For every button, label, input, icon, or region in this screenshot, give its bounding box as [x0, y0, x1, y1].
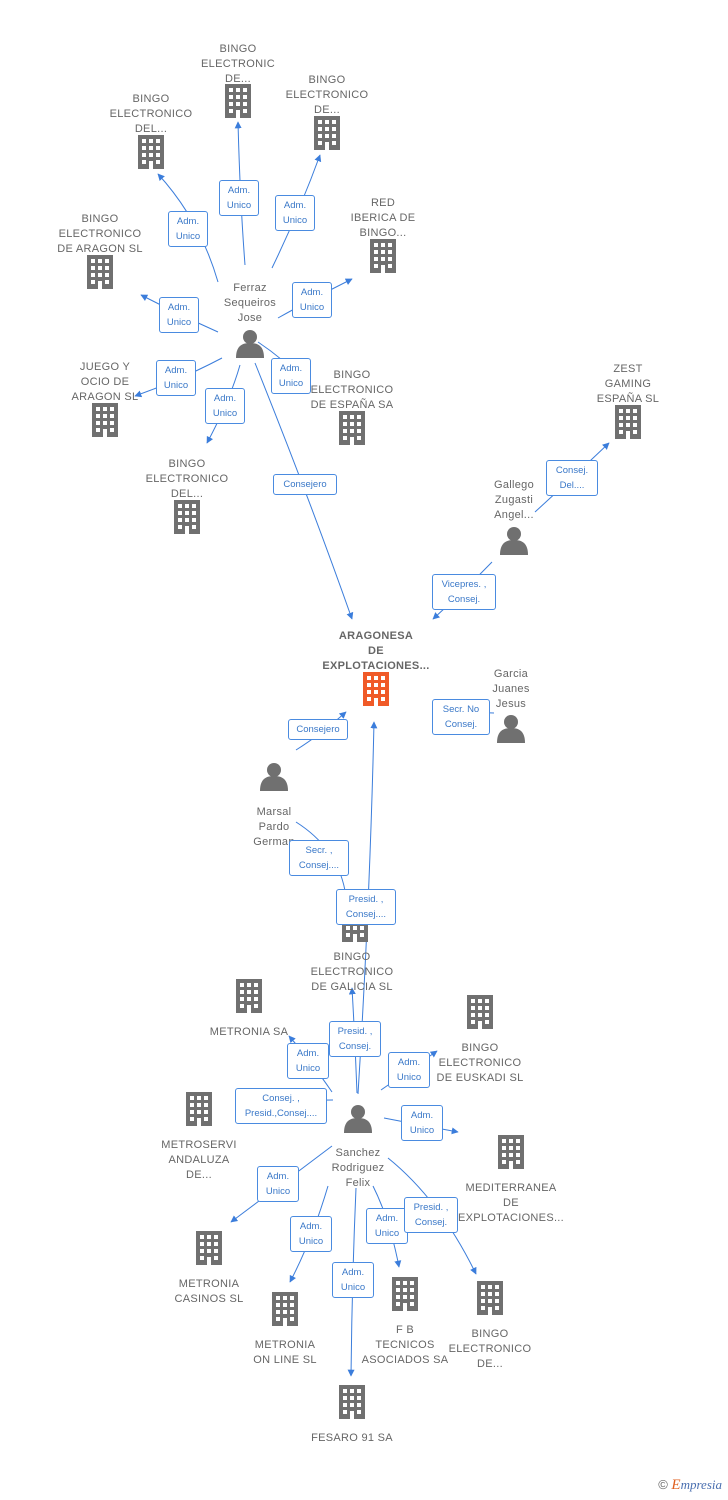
node-label-metronia-online[interactable]: METRONIA ON LINE SL [253, 1339, 317, 1366]
node-label-metronia-casinos[interactable]: METRONIA CASINOS SL [174, 1278, 244, 1305]
building-icon-bingo-electronico-del-1[interactable] [138, 135, 164, 169]
node-label-zest-gaming[interactable]: ZEST GAMING ESPAÑA SL [596, 363, 660, 405]
building-icon-metroservi[interactable] [186, 1092, 212, 1126]
node-label-ferraz-sequeiros[interactable]: Ferraz Sequeiros Jose [223, 282, 277, 324]
building-icon-metronia-casinos[interactable] [196, 1231, 222, 1265]
node-label-red-iberica[interactable]: RED IBERICA DE BINGO... [350, 197, 416, 239]
brand-logo-initial: E [671, 1477, 681, 1493]
node-label-bingo-electronic-de-top[interactable]: BINGO ELECTRONIC DE... [201, 43, 275, 85]
building-icon-bingo-electronico-de-1[interactable] [314, 116, 340, 150]
node-label-bingo-electronico-de-1[interactable]: BINGO ELECTRONICO DE... [285, 74, 369, 116]
building-icon-metronia-sa[interactable] [236, 979, 262, 1013]
node-label-garcia-juanes[interactable]: Garcia Juanes Jesus [492, 668, 530, 710]
node-label-gallego-zugasti[interactable]: Gallego Zugasti Angel... [493, 479, 534, 521]
relation-label-sanchez-rodriguez-to-metronia-online[interactable]: Adm. Unico [290, 1216, 332, 1252]
building-icon-aragonesa[interactable] [363, 672, 389, 706]
relation-label-ferraz-sequeiros-to-red-iberica[interactable]: Adm. Unico [292, 282, 332, 318]
relation-label-ferraz-sequeiros-to-bingo-electronico-de-1[interactable]: Adm. Unico [275, 195, 315, 231]
building-icon-bingo-electronico-aragon[interactable] [87, 255, 113, 289]
node-label-aragonesa[interactable]: ARAGONESA DE EXPLOTACIONES... [322, 630, 430, 672]
building-icon-bingo-electronico-espana[interactable] [339, 411, 365, 445]
relation-label-marsal-pardo-to-bingo-electronico-galicia[interactable]: Secr. , Consej.... [289, 840, 349, 876]
relation-label-ferraz-sequeiros-to-juego-ocio-aragon[interactable]: Adm. Unico [156, 360, 196, 396]
node-label-metronia-sa[interactable]: METRONIA SA [209, 1026, 289, 1038]
copyright-symbol: © [658, 1477, 668, 1492]
node-label-bingo-electronico-euskadi[interactable]: BINGO ELECTRONICO DE EUSKADI SL [436, 1042, 524, 1084]
person-icon-sanchez-rodriguez[interactable] [344, 1105, 372, 1133]
person-icon-gallego-zugasti[interactable] [500, 527, 528, 555]
brand-logo-text: mpresia [680, 1477, 722, 1492]
node-label-bingo-electronico-aragon[interactable]: BINGO ELECTRONICO DE ARAGON SL [57, 213, 143, 255]
node-label-bingo-electronico-galicia[interactable]: BINGO ELECTRONICO DE GALICIA SL [310, 951, 394, 993]
relation-label-ferraz-sequeiros-to-bingo-electronico-del-1[interactable]: Adm. Unico [168, 211, 208, 247]
edge-ferraz-sequeiros-to-aragonesa [254, 362, 354, 620]
relation-label-sanchez-rodriguez-to-mediterranea[interactable]: Adm. Unico [401, 1105, 443, 1141]
empresia-watermark[interactable]: © Empresia [658, 1477, 722, 1494]
building-icon-fesaro[interactable] [339, 1385, 365, 1419]
relation-label-ferraz-sequeiros-to-bingo-electronico-aragon[interactable]: Adm. Unico [159, 297, 199, 333]
node-label-sanchez-rodriguez[interactable]: Sanchez Rodriguez Felix [331, 1147, 385, 1189]
relation-label-sanchez-rodriguez-to-metronia-casinos[interactable]: Adm. Unico [257, 1166, 299, 1202]
building-icon-bingo-electronico-del-2[interactable] [174, 500, 200, 534]
relation-label-ferraz-sequeiros-to-bingo-electronic-de-top[interactable]: Adm. Unico [219, 180, 259, 216]
building-icon-mediterranea[interactable] [498, 1135, 524, 1169]
relation-label-sanchez-rodriguez-to-metroservi[interactable]: Consej. , Presid.,Consej.... [235, 1088, 327, 1124]
node-label-fb-tecnicos[interactable]: F B TECNICOS ASOCIADOS SA [361, 1324, 449, 1366]
relation-label-marsal-pardo-to-aragonesa[interactable]: Consejero [288, 719, 348, 740]
node-label-fesaro[interactable]: FESARO 91 SA [311, 1432, 393, 1444]
relation-label-ferraz-sequeiros-to-aragonesa[interactable]: Consejero [273, 474, 337, 495]
building-icon-bingo-electronic-de-top[interactable] [225, 84, 251, 118]
node-label-bingo-electronico-del-1[interactable]: BINGO ELECTRONICO DEL... [109, 93, 193, 135]
building-icon-fb-tecnicos[interactable] [392, 1277, 418, 1311]
relation-label-sanchez-rodriguez-to-bingo-electronico-de-2[interactable]: Presid. , Consej. [404, 1197, 458, 1233]
building-icon-red-iberica[interactable] [370, 239, 396, 273]
building-icon-bingo-electronico-de-2[interactable] [477, 1281, 503, 1315]
relation-label-sanchez-rodriguez-to-metronia-sa[interactable]: Adm. Unico [287, 1043, 329, 1079]
relation-label-gallego-zugasti-to-zest-gaming[interactable]: Consej. Del.... [546, 460, 598, 496]
relation-label-sanchez-rodriguez-to-bingo-electronico-euskadi[interactable]: Adm. Unico [388, 1052, 430, 1088]
person-icon-ferraz-sequeiros[interactable] [236, 330, 264, 358]
building-icon-juego-ocio-aragon[interactable] [92, 403, 118, 437]
relation-label-gallego-zugasti-to-aragonesa[interactable]: Vicepres. , Consej. [432, 574, 496, 610]
person-icon-marsal-pardo[interactable] [260, 763, 288, 791]
person-icon-garcia-juanes[interactable] [497, 715, 525, 743]
node-label-juego-ocio-aragon[interactable]: JUEGO Y OCIO DE ARAGON SL [71, 361, 139, 403]
relation-label-sanchez-rodriguez-to-fb-tecnicos[interactable]: Adm. Unico [366, 1208, 408, 1244]
building-icon-metronia-online[interactable] [272, 1292, 298, 1326]
relation-label-ferraz-sequeiros-to-bingo-electronico-del-2[interactable]: Adm. Unico [205, 388, 245, 424]
relation-label-ferraz-sequeiros-to-bingo-electronico-espana[interactable]: Adm. Unico [271, 358, 311, 394]
node-label-bingo-electronico-del-2[interactable]: BINGO ELECTRONICO DEL... [145, 458, 229, 500]
node-label-bingo-electronico-de-2[interactable]: BINGO ELECTRONICO DE... [448, 1328, 532, 1370]
node-label-bingo-electronico-espana[interactable]: BINGO ELECTRONICO DE ESPAÑA SA [310, 369, 394, 411]
node-label-mediterranea[interactable]: MEDITERRANEA DE EXPLOTACIONES... [457, 1182, 565, 1224]
building-icon-bingo-electronico-euskadi[interactable] [467, 995, 493, 1029]
building-icon-zest-gaming[interactable] [615, 405, 641, 439]
relation-label-sanchez-rodriguez-to-aragonesa[interactable]: Presid. , Consej.... [336, 889, 396, 925]
relation-label-sanchez-rodriguez-to-bingo-electronico-galicia[interactable]: Presid. , Consej. [329, 1021, 381, 1057]
relation-label-garcia-juanes-to-aragonesa[interactable]: Secr. No Consej. [432, 699, 490, 735]
node-label-marsal-pardo[interactable]: Marsal Pardo German [253, 806, 295, 848]
relation-label-sanchez-rodriguez-to-fesaro[interactable]: Adm. Unico [332, 1262, 374, 1298]
node-label-metroservi[interactable]: METROSERVI ANDALUZA DE... [161, 1139, 237, 1181]
